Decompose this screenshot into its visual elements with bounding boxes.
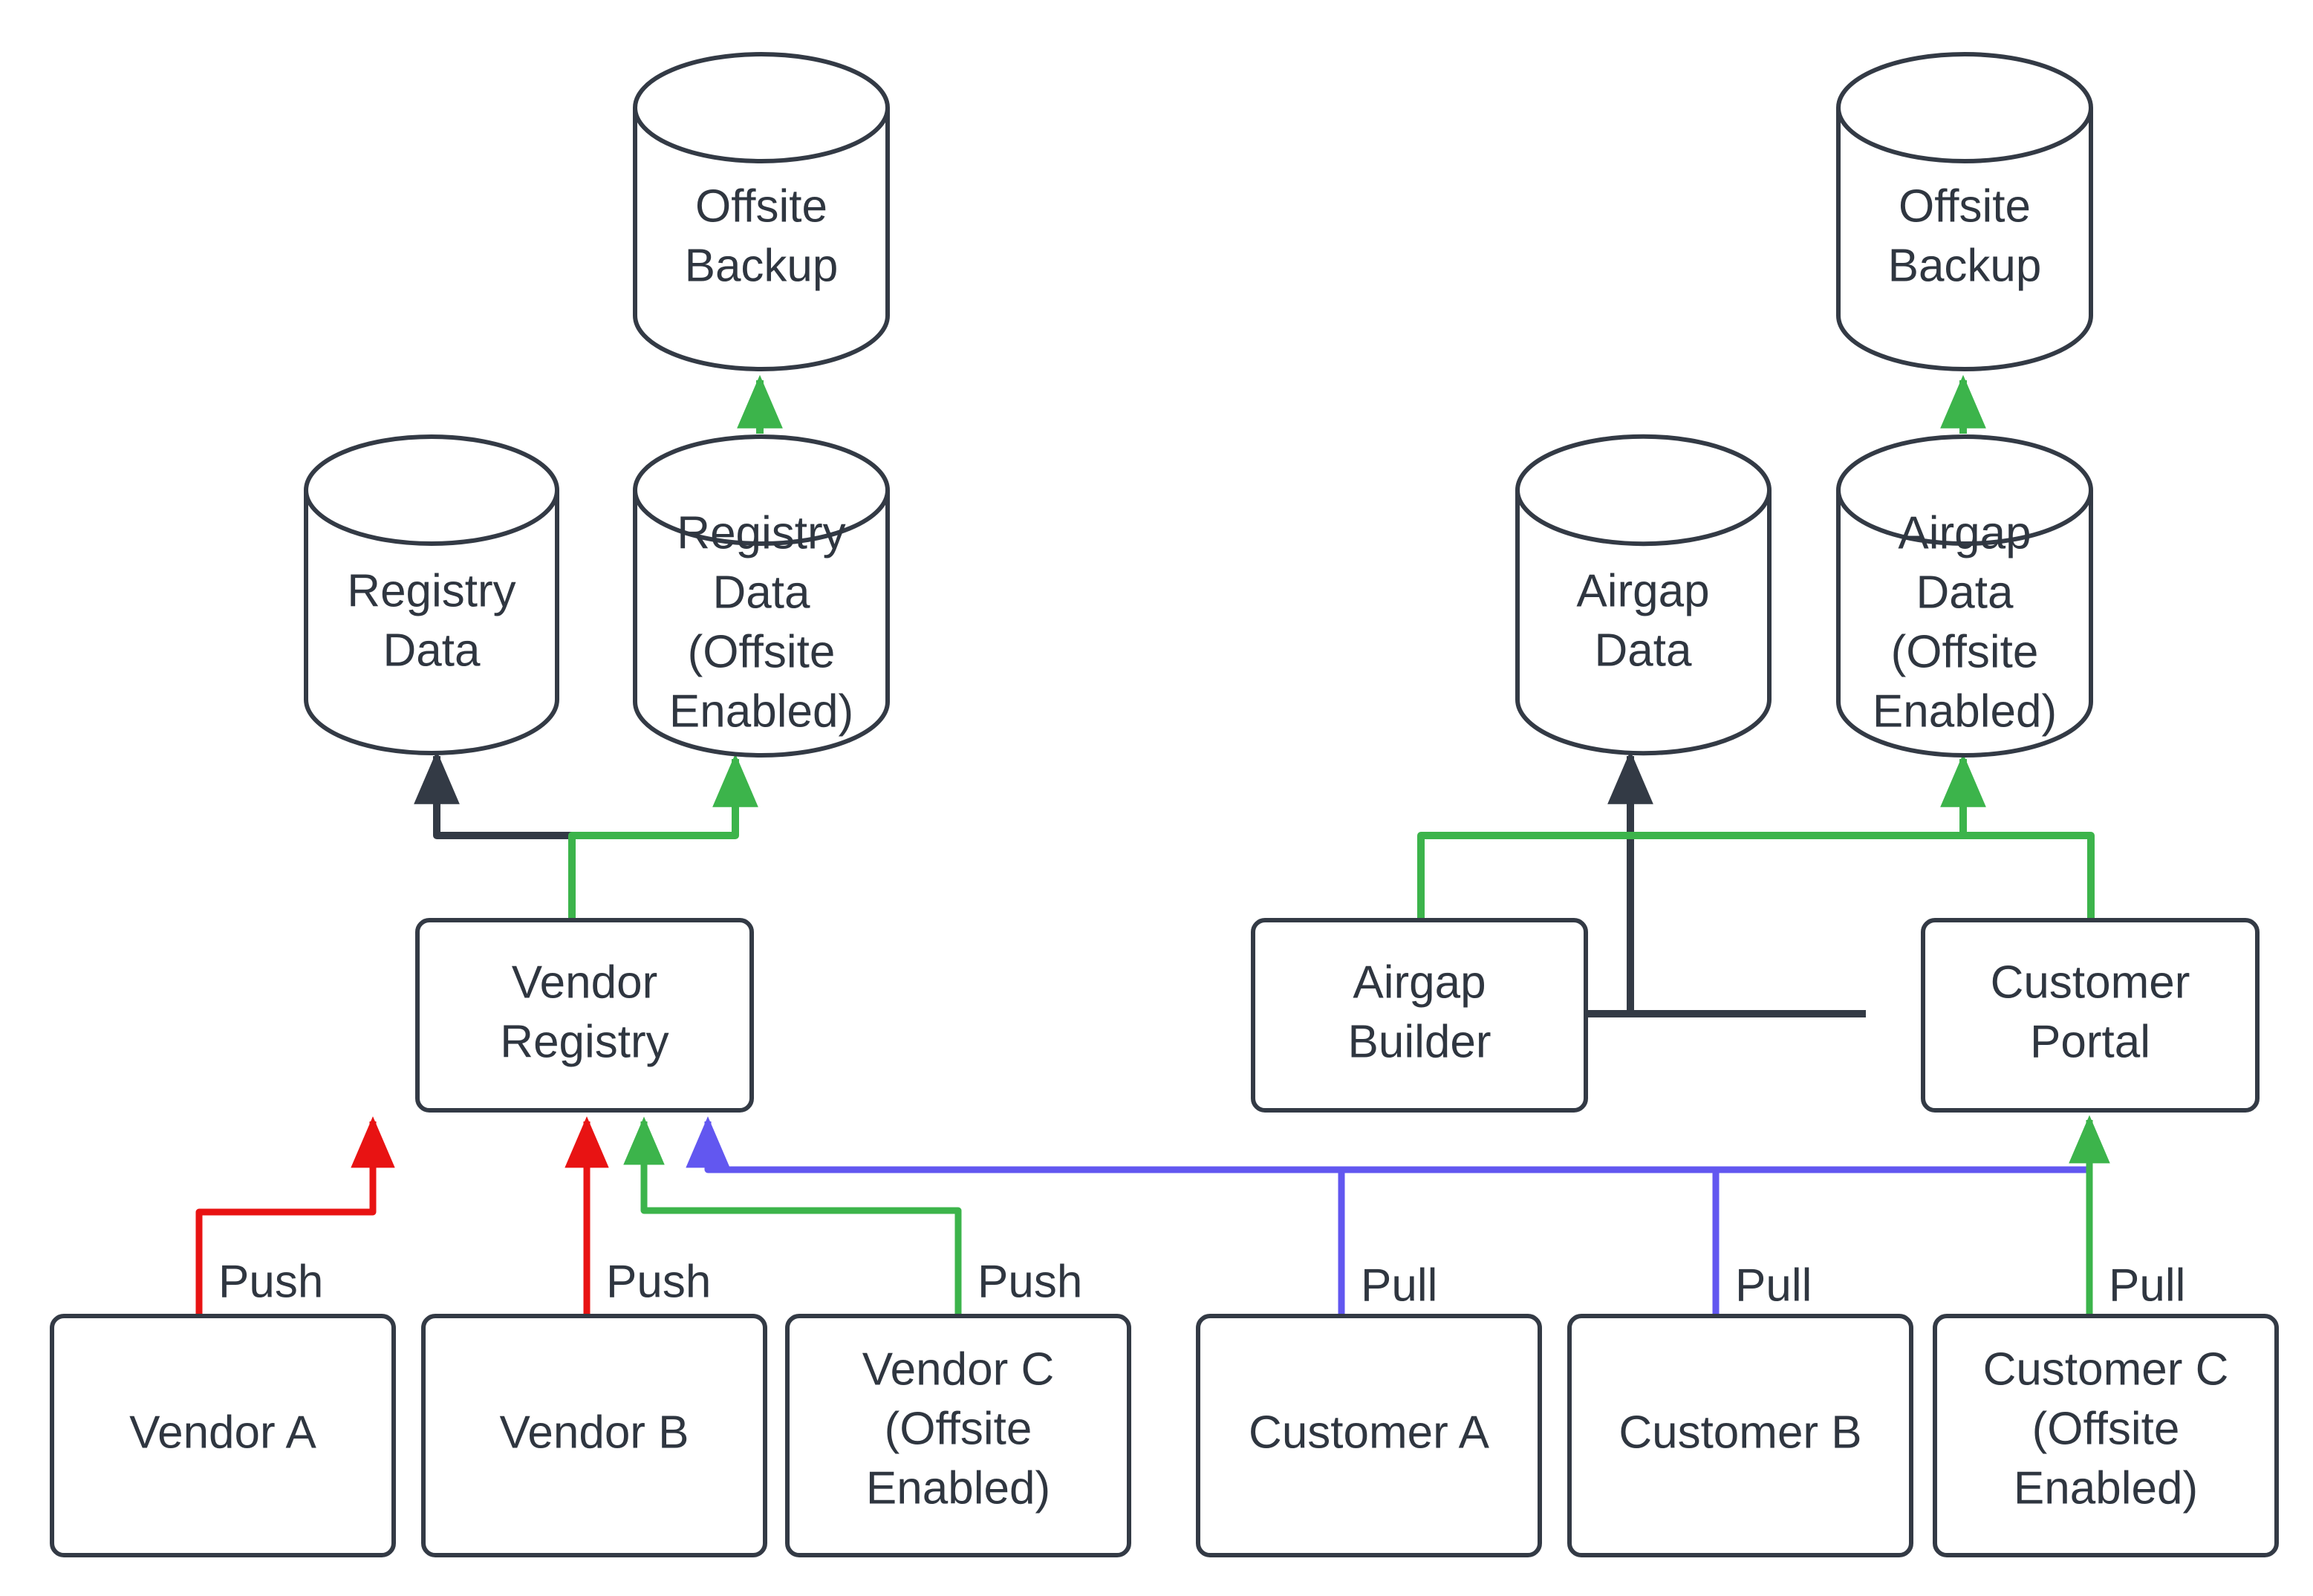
edge-label-pull-3: Pull [2109, 1260, 2185, 1311]
edge-vendor-registry-to-registry-offsite [568, 753, 758, 919]
edge-layer [195, 374, 2110, 1315]
node-customer-c[interactable]: Customer C (Offsite Enabled) [1933, 1314, 2279, 1557]
edge-label-pull-2: Pull [1735, 1260, 1812, 1311]
node-label-line: Enabled) [1873, 685, 2057, 737]
edge-label-layer: Push Push Push Pull Pull Pull [218, 1256, 2185, 1311]
node-airgap-builder[interactable]: Airgap Builder [1251, 918, 1588, 1113]
box-shape [50, 1314, 396, 1557]
node-label-line: Enabled) [669, 685, 853, 737]
cylinder-shape [632, 434, 890, 758]
edge-label-push-1: Push [218, 1256, 323, 1307]
cylinder-shape [1835, 434, 2093, 758]
box-shape [415, 918, 754, 1113]
box-shape [1196, 1314, 1542, 1557]
node-label-line: Offsite [1899, 180, 2031, 232]
box-shape [1567, 1314, 1913, 1557]
edge-airgap-builder-to-airgap-offsite [1417, 753, 1986, 919]
node-label-line: Registry [347, 565, 515, 616]
node-label-line: Data [383, 625, 481, 676]
node-label-line: Vendor [512, 957, 658, 1008]
node-vendor-c[interactable]: Vendor C (Offsite Enabled) [785, 1314, 1131, 1557]
box-shape [785, 1314, 1131, 1557]
node-label-line: (Offsite [1891, 626, 2039, 677]
node-label-line: Data [1595, 625, 1692, 676]
edge-vendor-c-push [623, 1116, 962, 1315]
node-label-line: Data [713, 567, 810, 618]
cylinder-shape [1515, 434, 1772, 756]
box-shape [1251, 918, 1588, 1113]
node-vendor-registry[interactable]: Vendor Registry [415, 918, 754, 1113]
node-label-line: (Offsite [2032, 1403, 2180, 1454]
node-label-line: Customer B [1619, 1407, 1861, 1458]
node-label-line: Customer [1991, 957, 2190, 1008]
node-label-line: Registry [500, 1016, 668, 1067]
edge-customer-portal-to-airgap-offsite [1963, 832, 2095, 919]
node-customer-b[interactable]: Customer B [1567, 1314, 1913, 1557]
node-registry-data[interactable]: Registry Data [303, 434, 559, 755]
node-label-line: Backup [685, 240, 839, 291]
node-label-line: Vendor A [129, 1407, 316, 1458]
edge-label-push-2: Push [606, 1256, 711, 1307]
node-label-line: Offsite [695, 180, 827, 232]
node-label-line: Portal [2030, 1016, 2150, 1067]
node-label-line: Enabled) [866, 1462, 1050, 1514]
cylinder-shape [632, 52, 890, 371]
node-label-line: Customer C [1983, 1343, 2229, 1395]
node-label-line: Data [1916, 567, 2014, 618]
node-label-line: Airgap [1353, 957, 1486, 1008]
node-label-line: Vendor C [862, 1343, 1055, 1395]
node-airgap-data[interactable]: Airgap Data [1515, 434, 1772, 756]
node-airgap-data-offsite[interactable]: Airgap Data (Offsite Enabled) [1835, 434, 2093, 758]
edge-customer-b-pull [708, 1166, 1720, 1315]
node-label-line: (Offsite [885, 1403, 1032, 1454]
node-label-line: Airgap [1898, 507, 2031, 558]
node-label-line: Backup [1888, 240, 2042, 291]
node-offsite-backup-left[interactable]: Offsite Backup [632, 52, 890, 371]
node-registry-data-offsite[interactable]: Registry Data (Offsite Enabled) [632, 434, 890, 758]
box-shape [421, 1314, 767, 1557]
node-vendor-b[interactable]: Vendor B [421, 1314, 767, 1557]
cylinder-shape [1835, 52, 2093, 371]
edge-label-pull-1: Pull [1361, 1260, 1437, 1311]
node-customer-a[interactable]: Customer A [1196, 1314, 1542, 1557]
node-label-line: Enabled) [2014, 1462, 2198, 1514]
node-label-line: Builder [1348, 1016, 1491, 1067]
node-customer-portal[interactable]: Customer Portal [1921, 918, 2260, 1113]
box-shape [1921, 918, 2260, 1113]
edge-customer-portal-to-airgap-data [1607, 750, 1866, 1017]
box-shape [1933, 1314, 2279, 1557]
node-label-line: (Offsite [688, 626, 836, 677]
node-label-line: Customer A [1249, 1407, 1490, 1458]
node-offsite-backup-right[interactable]: Offsite Backup [1835, 52, 2093, 371]
node-label-line: Registry [677, 507, 845, 558]
edge-vendor-registry-to-registry-data [414, 750, 576, 919]
cylinder-shape [303, 434, 559, 755]
node-vendor-a[interactable]: Vendor A [50, 1314, 396, 1557]
edge-label-push-3: Push [977, 1256, 1082, 1307]
node-label-line: Vendor B [499, 1407, 689, 1458]
node-label-line: Airgap [1576, 565, 1709, 616]
edge-vendor-a-push [195, 1116, 395, 1315]
